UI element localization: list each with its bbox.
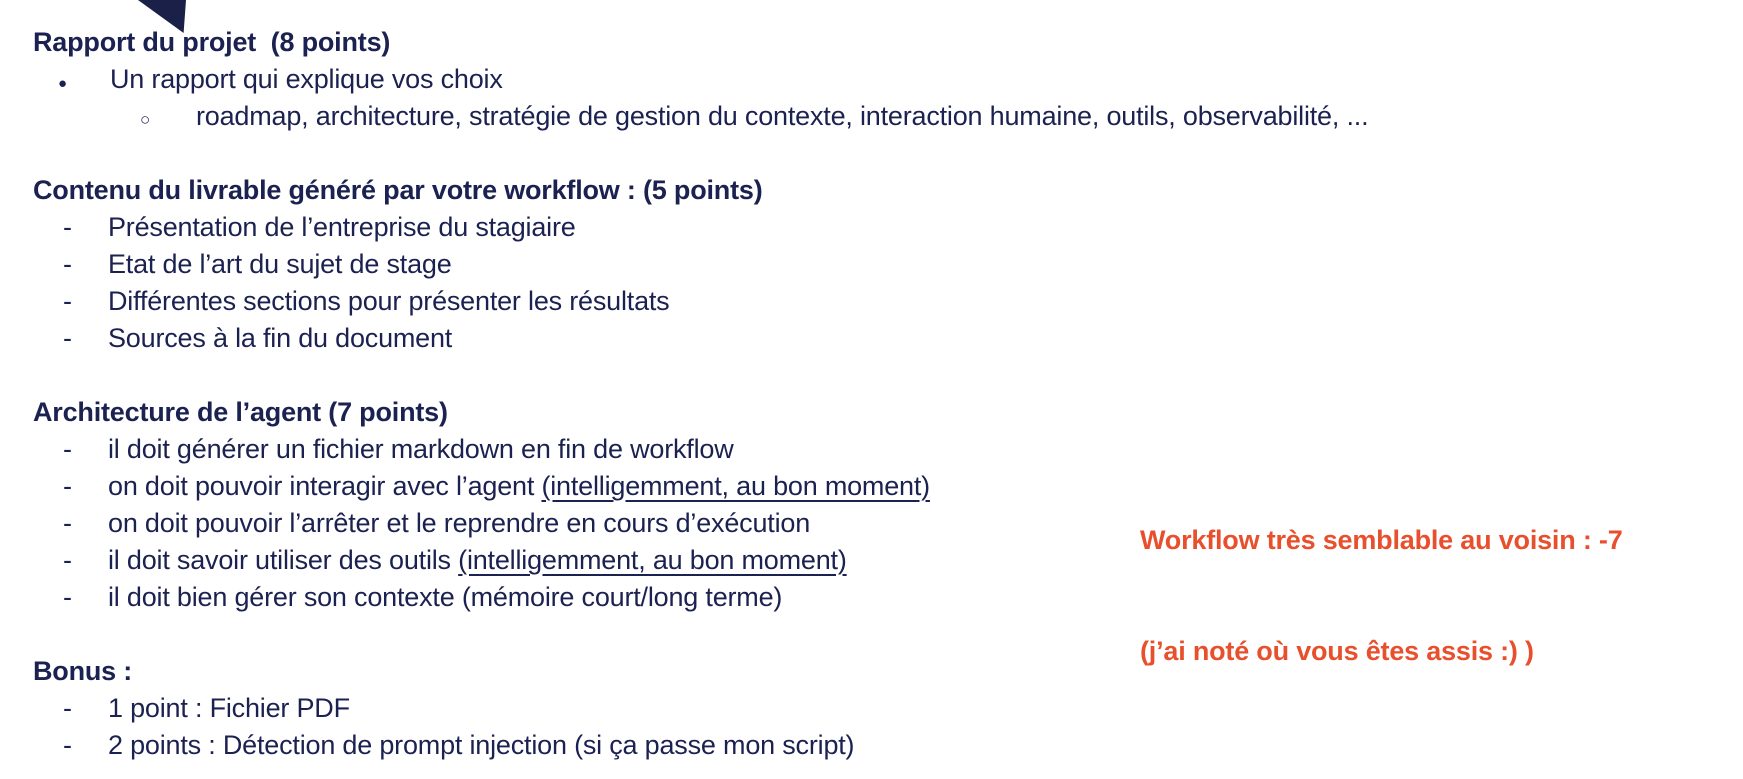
- annotation-text: (j’ai noté où vous êtes assis :) ): [1140, 636, 1534, 666]
- heading-text: Bonus :: [33, 656, 133, 686]
- annotation-text: Workflow très semblable au voisin : -7: [1140, 525, 1623, 555]
- list-item-text: il doit savoir utiliser des outils: [108, 545, 459, 575]
- bullet-icon: ●: [58, 75, 67, 92]
- spacer: [0, 135, 1743, 172]
- dash-icon: -: [63, 693, 72, 723]
- heading-text: Architecture de l’agent (7 points): [33, 397, 448, 427]
- list-item: -on doit pouvoir interagir avec l’agent …: [0, 468, 1743, 505]
- list-item-underlined-text: (intelligemment, au bon moment): [458, 545, 847, 575]
- slide-content: Rapport du projet (8 points) ● Un rapport…: [0, 24, 1743, 764]
- heading-text: Rapport du projet (8 points): [33, 27, 391, 57]
- section-heading-contenu: Contenu du livrable généré par votre wor…: [0, 172, 1743, 209]
- dash-icon: -: [63, 508, 72, 538]
- list-item-text: on doit pouvoir l’arrêter et le reprendr…: [108, 508, 811, 538]
- heading-text: Contenu du livrable généré par votre wor…: [33, 175, 763, 205]
- list-item-text: Etat de l’art du sujet de stage: [108, 249, 452, 279]
- list-item: - Différentes sections pour présenter les…: [0, 283, 1743, 320]
- dash-icon: -: [63, 545, 72, 575]
- dash-icon: -: [63, 286, 72, 316]
- list-item: - il doit générer un fichier markdown en …: [0, 431, 1743, 468]
- list-item-text: il doit bien gérer son contexte (mémoire…: [108, 582, 783, 612]
- dash-icon: -: [63, 730, 72, 760]
- list-item: - Présentation de l’entreprise du stagiai…: [0, 209, 1743, 246]
- list-item: ○ roadmap, architecture, stratégie de ges…: [0, 98, 1743, 135]
- list-item-underlined-text: (intelligemment, au bon moment): [541, 471, 930, 501]
- annotation-line: (j’ai noté où vous êtes assis :) ): [1140, 633, 1623, 670]
- spacer: [0, 357, 1743, 394]
- list-item-text: 1 point : Fichier PDF: [108, 693, 350, 723]
- list-item: - Sources à la fin du document: [0, 320, 1743, 357]
- list-item-text: Différentes sections pour présenter les …: [108, 286, 670, 316]
- circle-bullet-icon: ○: [140, 110, 151, 129]
- list-item-text: roadmap, architecture, stratégie de gest…: [196, 101, 1369, 131]
- dash-icon: -: [63, 471, 72, 501]
- dash-icon: -: [63, 212, 72, 242]
- section-heading-rapport: Rapport du projet (8 points): [0, 24, 1743, 61]
- list-item: ● Un rapport qui explique vos choix: [0, 61, 1743, 98]
- grader-annotation: Workflow très semblable au voisin : -7 (…: [1140, 448, 1623, 744]
- list-item-text: on doit pouvoir interagir avec l’agent: [108, 471, 542, 501]
- list-item: - on doit pouvoir l’arrêter et le reprend…: [0, 505, 1743, 542]
- list-item-text: il doit générer un fichier markdown en f…: [108, 434, 734, 464]
- dash-icon: -: [63, 434, 72, 464]
- annotation-line: Workflow très semblable au voisin : -7: [1140, 522, 1623, 559]
- dash-icon: -: [63, 582, 72, 612]
- list-item: - il doit bien gérer son contexte (mémoir…: [0, 579, 1743, 616]
- list-item: - Etat de l’art du sujet de stage: [0, 246, 1743, 283]
- list-item-text: Présentation de l’entreprise du stagiair…: [108, 212, 576, 242]
- list-item-text: 2 points : Détection de prompt injection…: [108, 730, 855, 760]
- list-item: - 2 points : Détection de prompt injectio…: [0, 727, 1743, 764]
- list-item: - 1 point : Fichier PDF: [0, 690, 1743, 727]
- list-item-text: Un rapport qui explique vos choix: [110, 64, 503, 94]
- list-item-text: Sources à la fin du document: [108, 323, 453, 353]
- dash-icon: -: [63, 249, 72, 279]
- dash-icon: -: [63, 323, 72, 353]
- list-item: - il doit savoir utiliser des outils (int…: [0, 542, 1743, 579]
- section-heading-architecture: Architecture de l’agent (7 points): [0, 394, 1743, 431]
- section-heading-bonus: Bonus :: [0, 653, 1743, 690]
